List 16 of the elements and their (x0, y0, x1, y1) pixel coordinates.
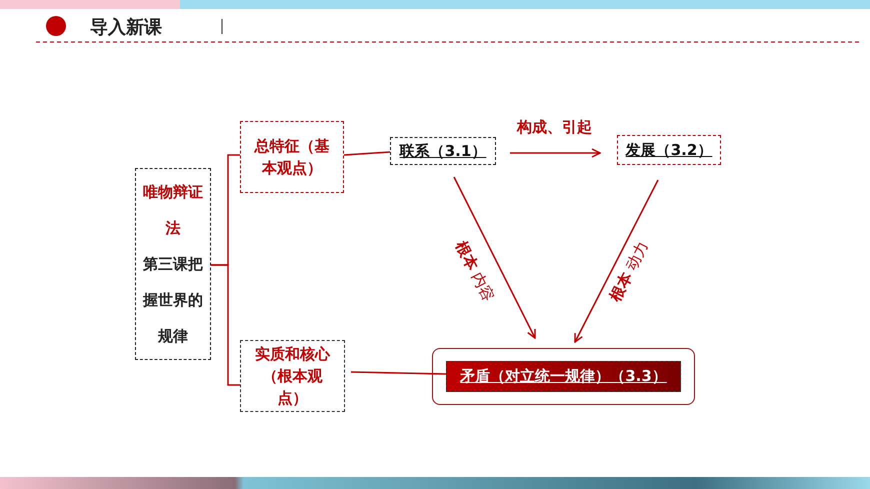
edge-label: 根本内容 (451, 237, 498, 306)
edge-label: 根本动力 (605, 237, 653, 306)
law-box: 矛盾（对立统一规律）（3.3） (432, 348, 695, 405)
topic-box: 唯物辩证法 第三课把握世界的规律 (135, 168, 211, 360)
concept-box: 总特征（基本观点） (240, 121, 344, 193)
arrow (574, 180, 659, 343)
arrow (453, 176, 536, 339)
slide-title: 导入新课 (90, 16, 162, 39)
connector-line (350, 371, 446, 375)
edge-label: 构成、引起 (515, 118, 594, 137)
connector-line (344, 151, 390, 156)
concept-box: 联系（3.1） (390, 137, 496, 165)
concept-box: 发展（3.2） (617, 135, 721, 165)
concept-box: 实质和核心（根本观点） (240, 340, 345, 412)
arrow (510, 148, 601, 158)
connector-line (211, 264, 240, 386)
